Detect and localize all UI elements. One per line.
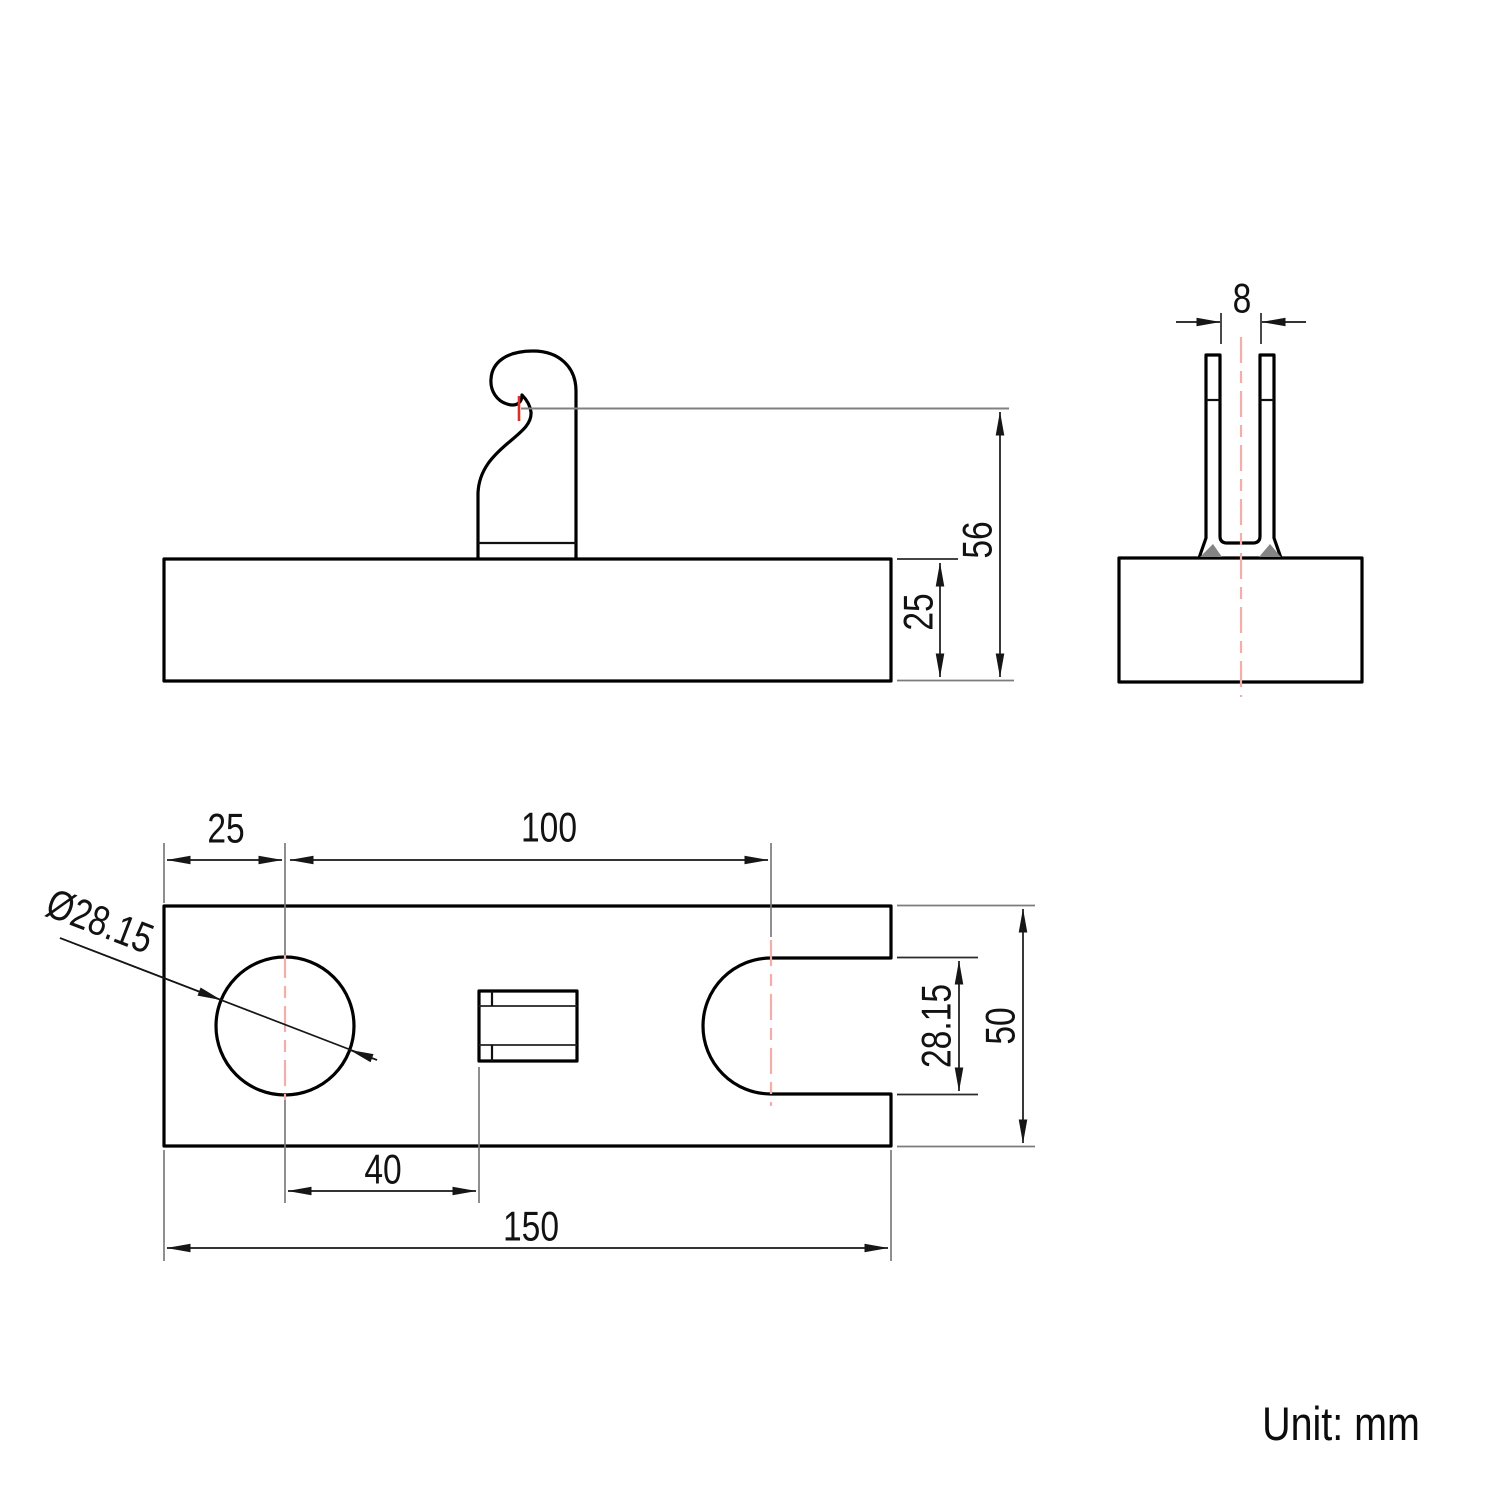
side-weld-fillet-right — [1259, 544, 1281, 557]
leader-arrow-lower — [349, 1049, 378, 1063]
dim-plan-hole-to-slot: 100 — [289, 805, 769, 865]
dim-plan-edge-to-hole: 25 — [166, 806, 283, 865]
dim-plan-slot-width: 28.15 — [914, 960, 964, 1092]
dim-label-plan-50: 50 — [978, 1007, 1024, 1044]
plan-hook-footprint — [477, 989, 579, 1063]
dim-label-plan-diameter: Ø28.15 — [40, 881, 159, 964]
unit-note: Unit: mm — [1262, 1399, 1420, 1451]
dim-front-total-height: 56 — [955, 411, 1005, 678]
dim-label-plan-25: 25 — [207, 806, 244, 852]
dim-label-side-8: 8 — [1233, 276, 1252, 322]
dim-label-plan-2815: 28.15 — [914, 984, 960, 1068]
dim-front-base-thickness: 25 — [896, 562, 945, 678]
plan-view: 25 100 40 150 28.15 50 — [40, 805, 1035, 1261]
front-hook-profile — [476, 349, 578, 559]
leader-arrow-upper — [59, 937, 222, 1001]
dim-label-front-56: 56 — [955, 521, 1001, 558]
dim-label-plan-40: 40 — [364, 1147, 401, 1193]
side-weld-fillet-left — [1200, 544, 1222, 557]
front-view: 25 56 — [162, 349, 1014, 683]
front-base-plate — [162, 557, 893, 683]
dim-label-plan-100: 100 — [521, 805, 577, 851]
dim-label-plan-150: 150 — [503, 1204, 559, 1250]
dim-plan-overall-length: 150 — [166, 1204, 889, 1253]
footprint-outline — [477, 989, 579, 1063]
plan-plate-outline — [162, 904, 893, 1148]
dim-side-fork-gap: 8 — [1176, 276, 1306, 344]
dim-plan-hole-to-hook: 40 — [287, 1147, 477, 1196]
dim-plan-overall-width: 50 — [978, 908, 1028, 1144]
dim-label-front-25: 25 — [896, 593, 942, 630]
side-view: 8 — [1117, 276, 1364, 697]
